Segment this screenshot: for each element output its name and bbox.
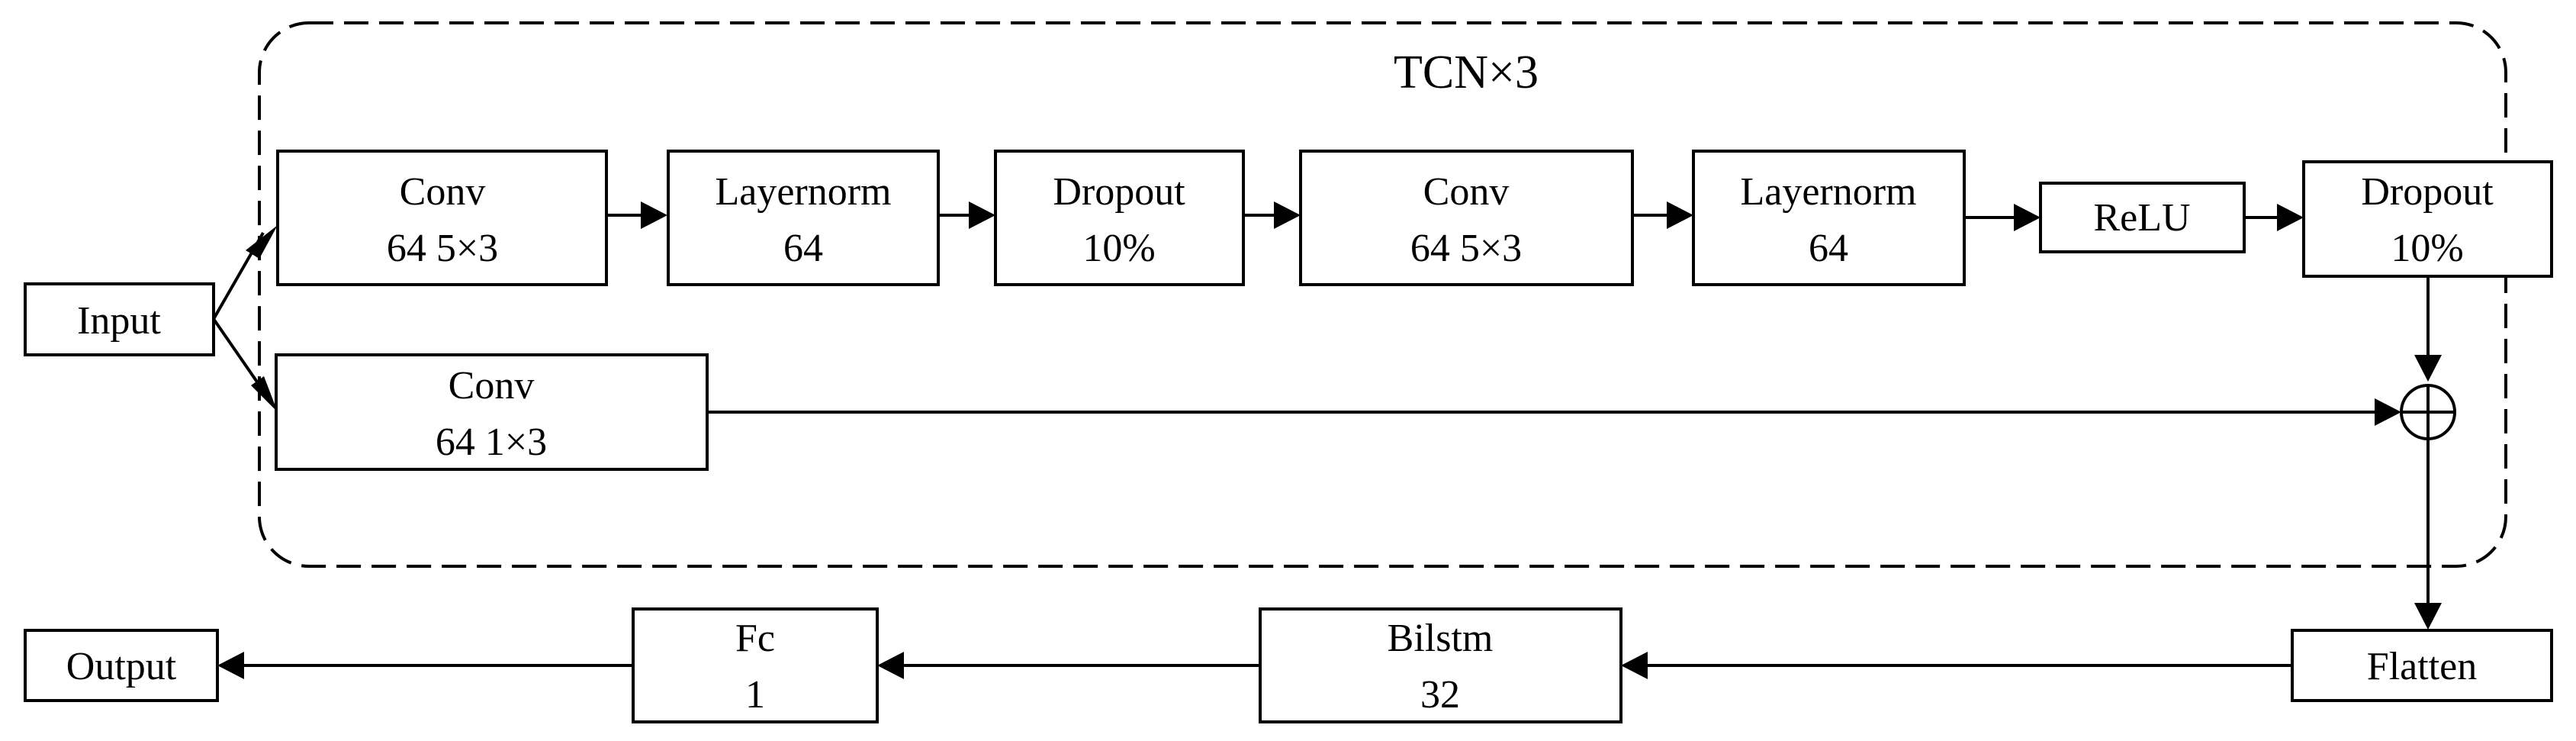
node-dropout2-param: 10% (2391, 227, 2463, 270)
node-conv1: Conv 64 5×3 (276, 150, 608, 286)
edge-flatten-to-bilstm-arrowhead (1621, 652, 1648, 679)
node-input-label: Input (77, 299, 161, 343)
node-flatten: Flatten (2291, 629, 2553, 702)
node-conv1-label: Conv (400, 170, 486, 214)
connectors (212, 201, 2442, 679)
edge-input-to-conv-skip-arrowhead (251, 376, 278, 412)
add-operator-icon (2400, 384, 2456, 440)
edge-relu-to-dropout2-arrowhead (2277, 204, 2304, 231)
edge-dropout1-to-conv2-arrowhead (1274, 201, 1301, 229)
node-conv1-param: 64 5×3 (387, 227, 498, 270)
node-dropout2-label: Dropout (2361, 170, 2494, 214)
edge-input-to-conv-skip (212, 317, 265, 392)
node-conv2: Conv 64 5×3 (1299, 150, 1634, 286)
node-output-label: Output (66, 645, 177, 688)
node-layernorm1-param: 64 (783, 227, 823, 270)
tcn-group-frame (258, 21, 2507, 568)
node-bilstm-param: 32 (1420, 673, 1460, 717)
edge-dropout2-to-add-arrowhead (2414, 355, 2442, 382)
node-dropout1: Dropout 10% (994, 150, 1245, 286)
edge-conv1-to-layernorm1-arrowhead (641, 201, 667, 229)
node-layernorm1-label: Layernorm (715, 170, 891, 214)
node-fc-label: Fc (735, 617, 775, 660)
node-dropout1-label: Dropout (1053, 170, 1185, 214)
node-conv2-param: 64 5×3 (1410, 227, 1522, 270)
edge-conv-skip-to-add-arrowhead (2375, 398, 2401, 426)
node-bilstm: Bilstm 32 (1259, 607, 1622, 723)
node-relu-label: ReLU (2093, 196, 2190, 240)
node-conv2-label: Conv (1423, 170, 1510, 214)
edge-bilstm-to-fc-arrowhead (877, 652, 904, 679)
node-fc: Fc 1 (632, 607, 879, 723)
edge-fc-to-output-arrowhead (217, 652, 244, 679)
node-output: Output (24, 629, 219, 702)
node-bilstm-label: Bilstm (1388, 617, 1494, 660)
node-dropout2: Dropout 10% (2302, 160, 2553, 278)
node-layernorm2: Layernorm 64 (1692, 150, 1966, 286)
node-conv-skip: Conv 64 1×3 (275, 353, 709, 471)
node-relu: ReLU (2039, 182, 2246, 253)
node-fc-param: 1 (745, 673, 765, 717)
node-layernorm2-param: 64 (1809, 227, 1848, 270)
node-input: Input (24, 282, 215, 356)
node-dropout1-param: 10% (1082, 227, 1155, 270)
node-flatten-label: Flatten (2367, 645, 2477, 688)
node-layernorm2-label: Layernorm (1740, 170, 1916, 214)
node-conv-skip-param: 64 1×3 (436, 420, 547, 464)
edge-conv2-to-layernorm2-arrowhead (1667, 201, 1693, 229)
tcn-group-title: TCN×3 (1394, 47, 1539, 98)
node-conv-skip-label: Conv (449, 364, 535, 408)
edge-add-to-flatten-arrowhead (2414, 603, 2442, 630)
edge-input-to-conv1-arrowhead (246, 225, 278, 259)
edge-layernorm1-to-dropout1-arrowhead (969, 201, 995, 229)
node-layernorm1: Layernorm 64 (667, 150, 940, 286)
edge-layernorm2-to-relu-arrowhead (2014, 204, 2041, 231)
